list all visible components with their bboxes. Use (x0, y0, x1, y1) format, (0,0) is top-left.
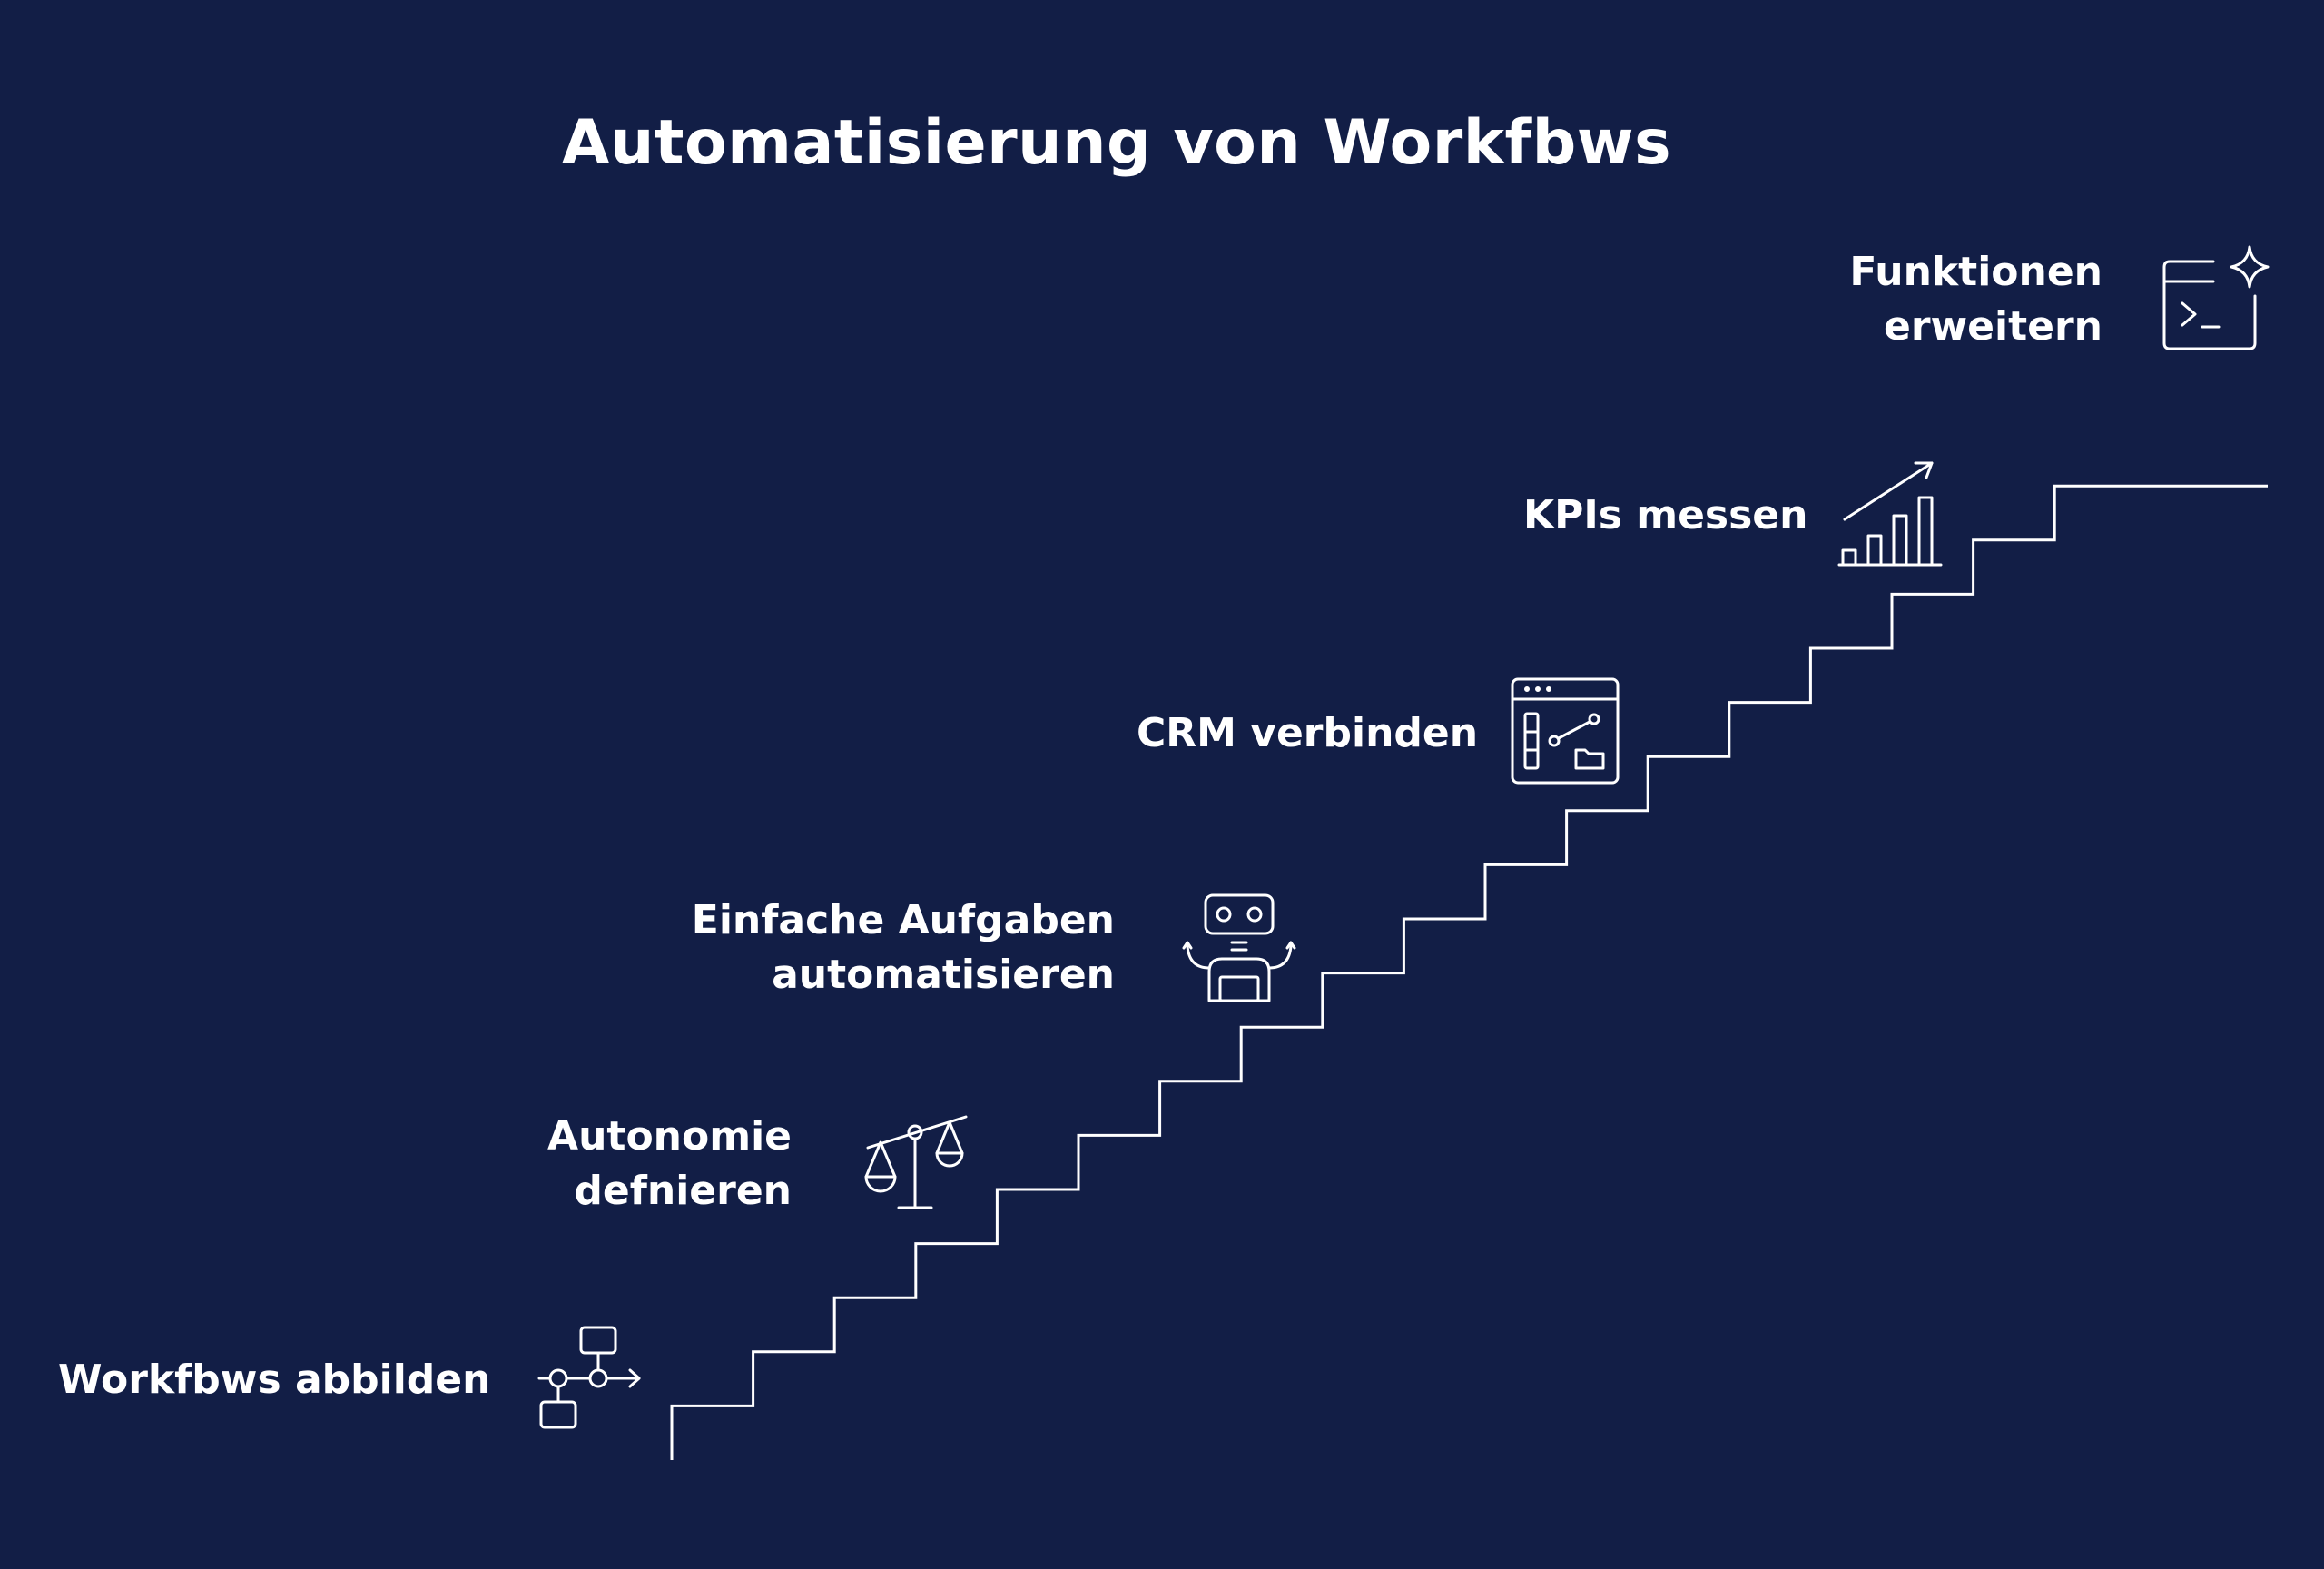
workflow-diagram-icon (537, 1324, 646, 1433)
step-label-autonomy: Autonomie defnieren (547, 1113, 792, 1214)
step-label-workflows: Workfbws abbilden (58, 1357, 491, 1403)
terminal-sparkle-icon (2162, 245, 2270, 350)
robot-icon (1182, 892, 1296, 1002)
step-label-kpis: KPIs messen (1523, 492, 1808, 538)
dashboard-window-icon (1511, 677, 1620, 784)
step-label-automate-tasks: Einfache Aufgaben automatisieren (691, 897, 1115, 998)
balance-scale-icon (859, 1113, 971, 1213)
diagram-title: Automatisierung von Workfbws (561, 107, 1672, 179)
growth-chart-icon (1837, 459, 1943, 567)
step-label-extend-features: Funktionen erweitern (1849, 249, 2102, 350)
step-label-crm: CRM verbinden (1137, 710, 1479, 756)
